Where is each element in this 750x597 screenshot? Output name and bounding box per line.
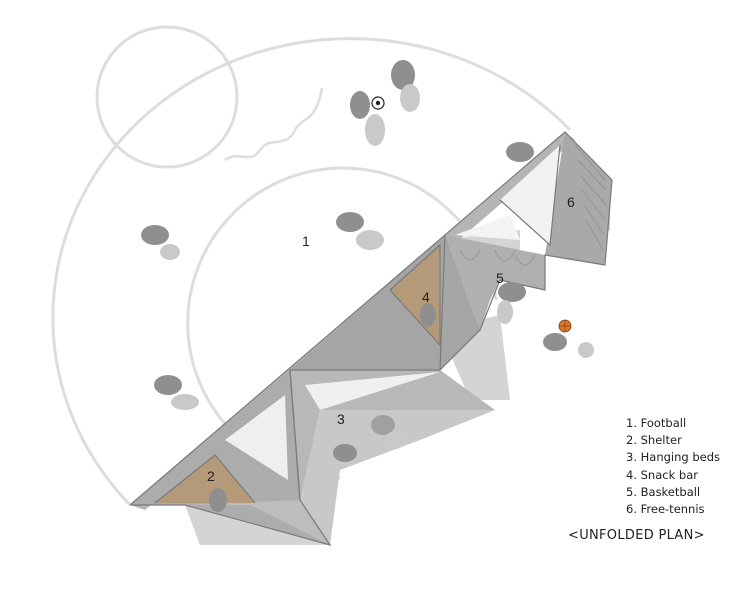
zone-label-3: 3 [337, 411, 345, 427]
basketball-icon [558, 319, 572, 333]
wing-basketball [445, 235, 545, 330]
person-figure [350, 91, 385, 146]
person-figure [141, 225, 180, 260]
hanging-beds-floor [300, 410, 495, 545]
zone-label-2: 2 [207, 468, 215, 484]
wing-free-tennis [545, 132, 612, 265]
person-figure [154, 375, 199, 410]
plan-title: <UNFOLDED PLAN> [568, 528, 705, 543]
tennis-wall-hatch [574, 144, 607, 251]
tennis-opening [500, 145, 560, 245]
shelter-opening [225, 395, 288, 480]
zone-label-6: 6 [567, 194, 575, 210]
legend-item-basketball: 5. Basketball [626, 484, 701, 499]
legend-item-free-tennis: 6. Free-tennis [626, 502, 705, 517]
wing-snack-bar [290, 235, 480, 370]
person-figure [506, 142, 534, 162]
person-figure [371, 415, 405, 449]
person-figure [333, 444, 357, 462]
wavy-line [224, 87, 324, 162]
zone-label-4: 4 [422, 289, 430, 305]
person-figure [391, 60, 420, 112]
basketball-opening [455, 215, 520, 240]
hanging-beds-opening [305, 372, 440, 410]
legend: 1. Football 2. Shelter 3. Hanging beds 4… [626, 415, 720, 518]
outer-arc-line [51, 37, 572, 507]
person-figure [420, 303, 436, 327]
person-figure [209, 488, 227, 512]
folded-structure [129, 131, 613, 547]
bottom-band [185, 500, 330, 545]
legend-item-snack-bar: 4. Snack bar [626, 467, 698, 482]
zone-label-5: 5 [496, 270, 504, 286]
shelter-deck [155, 455, 255, 503]
small-circle-line [95, 25, 239, 169]
person-figure [497, 282, 526, 324]
hanging-bed-ropes [459, 249, 536, 266]
zone-label-1: 1 [302, 233, 310, 249]
legend-item-football: 1. Football [626, 416, 687, 430]
people-figures [141, 60, 594, 512]
football-icon [371, 96, 385, 110]
person-figure [336, 212, 384, 250]
legend-item-shelter: 2. Shelter [626, 433, 682, 448]
person-figure [543, 333, 594, 358]
legend-item-hanging-beds: 3. Hanging beds [626, 450, 721, 465]
frame-lines [129, 131, 613, 547]
